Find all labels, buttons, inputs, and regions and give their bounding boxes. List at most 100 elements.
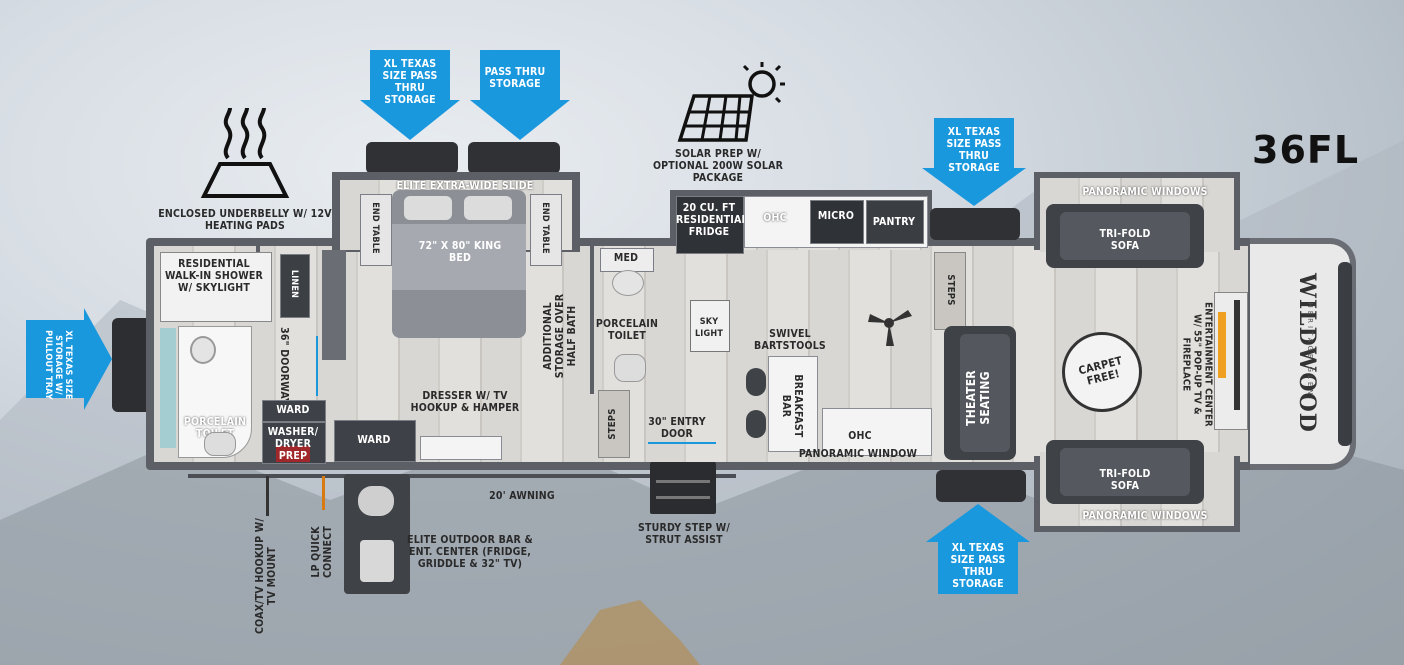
brand-logo-sub: HERITAGE GLEN — [1306, 302, 1314, 398]
label-solar: SOLAR PREP W/ OPTIONAL 200W SOLAR PACKAG… — [652, 148, 784, 184]
label-doorway: 36" DOORWAY — [278, 327, 290, 405]
closet-wall — [322, 250, 346, 360]
label-panoramic-windows-bottom: PANORAMIC WINDOWS — [1082, 510, 1208, 522]
label-breakfast-bar: BREAKFAST BAR — [780, 374, 804, 438]
label-king-bed: 72" X 80" KING BED — [418, 240, 502, 264]
coax-line — [266, 476, 269, 516]
label-sky-light: SKY LIGHT — [694, 317, 724, 339]
callout-xl-top-left: XL TEXAS SIZE PASS THRU STORAGE — [360, 50, 460, 140]
dresser-counter — [420, 436, 502, 460]
label-ward-right: WARD — [357, 434, 391, 446]
lp-line — [322, 476, 325, 510]
mid-sink — [612, 270, 644, 296]
callout-pass-thru: PASS THRU STORAGE — [470, 50, 570, 140]
arrow-right-icon — [26, 308, 112, 410]
storage-bottom-right — [936, 470, 1026, 502]
steps-mid — [598, 390, 630, 458]
ward-right — [334, 420, 416, 462]
heating-pad-icon — [200, 107, 290, 198]
arrow-down-icon — [360, 50, 460, 140]
label-trifold-bottom: TRI-FOLD SOFA — [1099, 468, 1151, 492]
label-washer: WASHER/ DRYER PREP — [267, 426, 319, 462]
label-linen: LINEN — [289, 269, 299, 299]
barstool-1 — [746, 368, 766, 396]
carpet-free-badge: CARPET FREE! — [1062, 332, 1142, 412]
label-coax: COAX/TV HOOKUP W/ TV MOUNT — [254, 517, 278, 635]
toilet-icon — [204, 432, 236, 456]
label-ohc-top: OHC — [763, 212, 787, 224]
callout-xl-bottom-right: XL TEXAS SIZE PASS THRU STORAGE — [926, 504, 1030, 594]
brand-logo: WILDWOOD HERITAGE GLEN — [1268, 260, 1338, 450]
label-lp: LP QUICK CONNECT — [310, 526, 334, 579]
label-ward-small: WARD — [276, 404, 310, 416]
ward-small — [262, 400, 326, 422]
label-swivel: SWIVEL BARTSTOOLS — [754, 328, 826, 352]
label-entertainment: ENTERTAINMENT CENTER W/ 55" POP-UP TV & … — [1180, 302, 1214, 427]
step-tread-1 — [656, 480, 710, 483]
callout-xl-top-right: XL TEXAS SIZE PASS THRU STORAGE — [922, 118, 1026, 206]
shower-glass — [160, 328, 176, 448]
label-awning: 20' AWNING — [489, 490, 555, 502]
label-panoramic-window: PANORAMIC WINDOW — [798, 448, 918, 460]
pantry — [866, 200, 924, 244]
storage-top-right — [930, 208, 1020, 240]
label-pantry: PANTRY — [872, 216, 916, 228]
front-window — [1338, 262, 1352, 446]
outdoor-fridge — [360, 540, 394, 582]
label-med: MED — [613, 252, 639, 264]
arrow-up-icon — [926, 504, 1030, 594]
label-end-table-right: END TABLE — [540, 202, 550, 254]
outdoor-griddle — [358, 486, 394, 516]
arrow-down-icon — [922, 118, 1026, 206]
linen-cabinet — [280, 254, 310, 318]
callout-xl-left: XL TEXAS SIZE STORAGE W/ PULLOUT TRAY — [26, 308, 112, 410]
fridge — [676, 196, 744, 254]
step-tread-2 — [656, 496, 710, 499]
trifold-cushion-bottom — [1060, 448, 1190, 496]
label-underbelly: ENCLOSED UNDERBELLY W/ 12V HEATING PADS — [158, 208, 332, 232]
fireplace-icon — [1218, 312, 1226, 378]
label-panoramic-windows-top: PANORAMIC WINDOWS — [1082, 186, 1208, 198]
trifold-cushion-top — [1060, 212, 1190, 260]
sink-icon — [190, 336, 216, 364]
arrow-down-icon — [470, 50, 570, 140]
mid-toilet — [614, 354, 646, 382]
label-micro: MICRO — [817, 210, 855, 222]
pillow-left — [404, 196, 452, 220]
label-additional-storage: ADDITIONAL STORAGE OVER HALF BATH — [542, 293, 578, 379]
breakfast-bar — [768, 356, 818, 452]
model-title: 36FL — [1252, 128, 1360, 172]
label-steps-mid: STEPS — [607, 408, 618, 440]
ceiling-fan-icon — [868, 310, 912, 346]
solar-panel-icon — [677, 62, 785, 142]
doorway-line — [316, 336, 318, 396]
slide-storage-left — [366, 142, 458, 174]
label-elite-slide: ELITE EXTRA-WIDE SLIDE — [396, 180, 534, 192]
awning-line — [188, 474, 736, 478]
label-steps-right: STEPS — [945, 274, 956, 306]
label-entry-door: 30" ENTRY DOOR — [648, 416, 706, 440]
label-theater: THEATER SEATING — [964, 370, 992, 426]
bed-sheet — [392, 224, 526, 290]
label-trifold-top: TRI-FOLD SOFA — [1099, 228, 1151, 252]
mid-bath-wall — [590, 244, 594, 394]
label-fridge: 20 CU. FT RESIDENTIAL FRIDGE — [676, 202, 748, 238]
end-table-right — [530, 194, 562, 266]
entry-door-line — [648, 442, 716, 444]
label-end-table-left: END TABLE — [370, 202, 380, 254]
label-ohc-bottom: OHC — [848, 430, 872, 442]
label-carpet-free: CARPET FREE! — [1077, 354, 1124, 388]
label-sturdy-step: STURDY STEP W/ STRUT ASSIST — [638, 522, 730, 546]
lower-counter — [822, 408, 932, 456]
pillow-right — [464, 196, 512, 220]
label-porcelain-toilet-mid: PORCELAIN TOILET — [595, 318, 659, 342]
washer-red-strip — [276, 446, 310, 462]
rear-storage-box — [112, 318, 152, 412]
shower — [160, 252, 272, 322]
microwave — [810, 200, 864, 244]
slide-storage-right — [468, 142, 560, 174]
barstool-2 — [746, 410, 766, 438]
theater-cushion — [960, 334, 1010, 452]
label-outdoor-bar: ELITE OUTDOOR BAR & ENT. CENTER (FRIDGE,… — [407, 534, 533, 570]
sturdy-step — [650, 462, 716, 514]
